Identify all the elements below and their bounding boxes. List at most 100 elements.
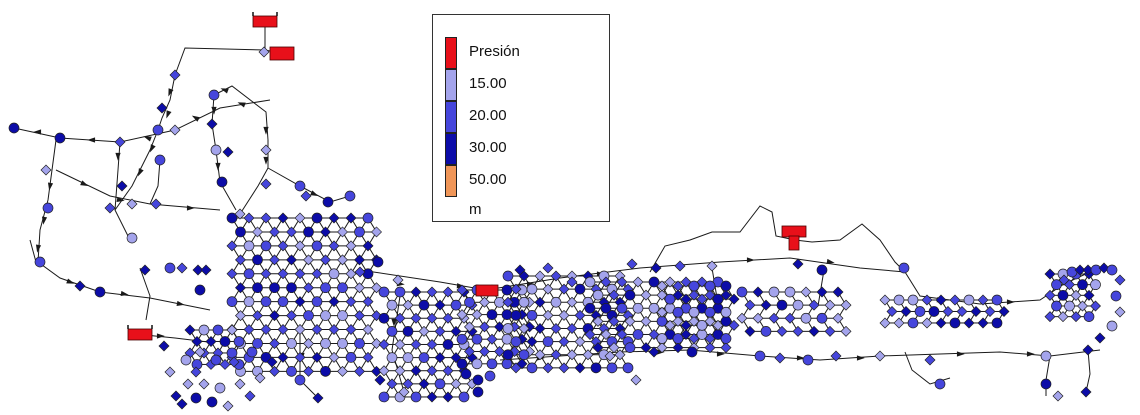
junction-node-icon <box>584 302 596 314</box>
junction-node-icon <box>680 328 692 340</box>
junction-node-icon <box>501 358 513 370</box>
junction-node-icon <box>222 400 234 412</box>
pressure-legend: Presión 15.00 20.00 30.00 50.00 m <box>432 14 610 222</box>
junction-node-icon <box>728 319 740 331</box>
junction-node-icon <box>712 293 724 305</box>
junction-node-icon <box>206 118 218 130</box>
junction-node-icon <box>210 354 222 366</box>
junction-node-icon <box>169 69 181 81</box>
junction-node-icon <box>471 333 483 345</box>
junction-node-icon <box>418 352 430 363</box>
junction-node-icon <box>328 351 340 363</box>
junction-node-icon <box>550 270 562 282</box>
junction-node-icon <box>830 350 842 362</box>
junction-node-icon <box>1090 300 1101 312</box>
junction-node-icon <box>614 349 626 361</box>
flow-arrow-icon <box>263 156 269 165</box>
junction-node-icon <box>608 342 620 354</box>
junction-node-icon <box>362 212 374 224</box>
flow-arrow-icon <box>115 152 121 161</box>
junction-node-icon <box>686 346 698 358</box>
junction-node-icon <box>484 370 496 382</box>
flow-arrow-icon <box>716 351 725 357</box>
junction-node-icon <box>286 282 297 294</box>
junction-node-icon <box>394 312 406 324</box>
junction-node-icon <box>1074 264 1086 276</box>
junction-node-icon <box>720 342 732 354</box>
junction-node-icon <box>640 315 652 327</box>
junction-node-icon <box>286 226 297 238</box>
junction-node-icon <box>808 299 820 311</box>
junction-node-icon <box>898 262 910 274</box>
junction-node-icon <box>526 336 538 348</box>
junction-node-icon <box>606 362 618 374</box>
junction-node-icon <box>471 358 483 370</box>
junction-node-icon <box>928 306 940 317</box>
junction-node-icon <box>345 212 357 224</box>
junction-node-icon <box>584 328 596 340</box>
junction-node-icon <box>104 202 116 214</box>
pipe <box>649 205 906 273</box>
flow-arrow-icon <box>87 137 96 143</box>
junction-node-icon <box>907 317 919 329</box>
junction-node-icon <box>94 286 106 298</box>
junction-node-icon <box>534 349 546 361</box>
junction-node-icon <box>518 322 530 334</box>
junction-node-icon <box>233 336 245 347</box>
junction-node-icon <box>720 289 732 301</box>
junction-node-icon <box>362 324 374 336</box>
junction-node-icon <box>354 226 365 238</box>
junction-node-icon <box>158 340 170 352</box>
junction-node-icon <box>949 317 961 329</box>
junction-node-icon <box>704 280 716 292</box>
junction-node-icon <box>800 312 812 324</box>
legend-range-0: 15.00 <box>469 75 507 92</box>
junction-node-icon <box>345 240 357 252</box>
junction-node-icon <box>126 232 138 244</box>
junction-node-icon <box>566 322 578 334</box>
junction-node-icon <box>320 338 331 349</box>
junction-node-icon <box>205 335 217 347</box>
legend-range-1: 20.00 <box>469 107 507 124</box>
junction-node-icon <box>311 351 323 363</box>
junction-node-icon <box>226 347 238 359</box>
junction-node-icon <box>354 282 365 294</box>
junction-node-icon <box>294 351 306 363</box>
junction-node-icon <box>893 317 905 329</box>
junction-node-icon <box>434 352 446 364</box>
flow-arrow-icon <box>66 278 75 284</box>
junction-node-icon <box>963 294 975 306</box>
junction-node-icon <box>154 154 166 166</box>
junction-node-icon <box>526 283 538 295</box>
junction-node-icon <box>550 322 562 334</box>
junction-node-icon <box>768 312 780 324</box>
junction-node-icon <box>269 365 280 377</box>
junction-node-icon <box>656 333 668 344</box>
flow-arrow-icon <box>35 244 42 253</box>
junction-node-icon <box>784 286 796 298</box>
junction-node-icon <box>320 282 331 294</box>
junction-node-icon <box>345 268 357 280</box>
junction-node-icon <box>640 342 652 354</box>
junction-node-icon <box>434 299 446 311</box>
flow-arrow-icon <box>746 257 755 263</box>
flow-arrow-icon <box>156 333 165 339</box>
tank-icon-top <box>781 225 807 238</box>
junction-node-icon <box>792 325 804 337</box>
junction-node-icon <box>194 284 206 296</box>
junction-node-icon <box>664 319 676 331</box>
flow-arrow-icon <box>168 88 174 97</box>
junction-node-icon <box>426 365 438 377</box>
junction-node-icon <box>312 392 324 404</box>
junction-node-icon <box>362 268 374 280</box>
junction-node-icon <box>696 320 708 331</box>
junction-node-icon <box>949 294 961 306</box>
junction-node-icon <box>192 264 204 276</box>
junction-node-icon <box>1044 289 1056 301</box>
junction-node-icon <box>394 286 406 298</box>
junction-node-icon <box>728 293 740 305</box>
junction-node-icon <box>214 382 226 394</box>
junction-node-icon <box>1114 274 1126 286</box>
junction-node-icon <box>114 136 126 148</box>
